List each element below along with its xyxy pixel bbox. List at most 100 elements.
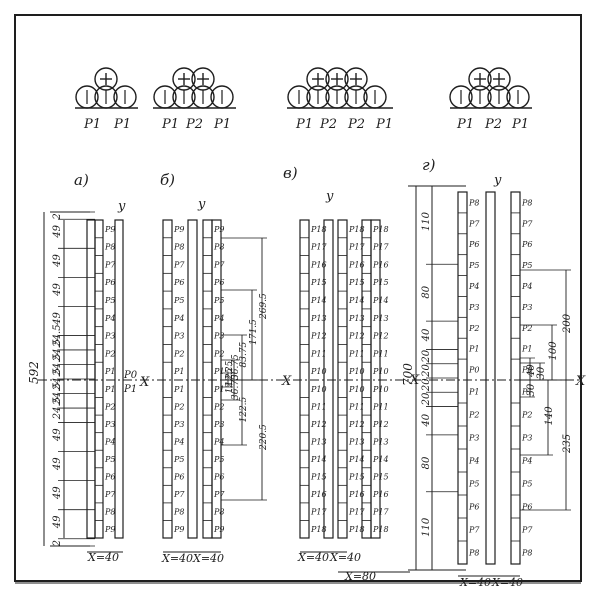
x-axis-label: X [575,374,586,389]
rod-label: P10 [372,367,389,376]
rod-label: P17 [348,508,365,517]
rod-label: P4 [104,314,115,323]
rod-label: P5 [468,480,479,489]
rod-label: P6 [213,278,224,287]
bundle-4 [449,67,532,109]
rod-label: P8 [521,549,532,558]
bundle-4-rod [487,85,511,109]
rod-label: P13 [348,314,365,323]
rod-label: P16 [348,260,365,269]
dim-label: 235 [562,434,573,454]
rod-label: P7 [173,490,185,499]
rod-column [162,219,173,539]
dim-label: 12.25 [225,367,235,393]
rod-label: P2 [468,411,479,420]
bundle-label: P1 [161,117,179,132]
rod-label: P9 [104,525,115,534]
rod-label: P11 [348,402,365,411]
dim-label: 20 [421,364,432,378]
rod-label: P6 [173,473,184,482]
rod-label: P4 [468,457,479,466]
rod-label: P8 [468,198,479,207]
width-note: X=40 [459,576,491,589]
rod-label: P1 [521,388,532,397]
rod-label: P3 [213,420,224,429]
rod-label: P13 [310,437,327,446]
bundle-4-rod [468,85,492,109]
rod-label: P11 [372,349,389,358]
rod-label: P8 [521,198,532,207]
rod-label: P8 [173,243,184,252]
width-note: X=40 [87,551,119,564]
rod-column [337,219,348,539]
rod-label: P0 [468,366,479,375]
dim-label: 140 [544,406,555,426]
rod-label: P4 [521,457,532,466]
rod-label: P7 [213,260,225,269]
section-b: X=40 X=40 269.5171.583.7536.7512.2512.25… [161,219,269,565]
rod-label: P3 [468,303,479,312]
rod-label: P7 [468,526,480,535]
y-axis-label: y [493,173,502,188]
rod-label: P7 [213,490,225,499]
rod-column [510,191,521,565]
rod-column [323,219,334,539]
rod-label: P18 [348,525,365,534]
rod-label: P12 [372,332,389,341]
rod-label: P5 [468,261,479,270]
dim-label: 80 [421,285,432,298]
rod-label: P17 [348,243,365,252]
section-c: X=40 X=40 X=80 [297,219,410,583]
width-note: X=40 [297,551,329,564]
bundle-3 [287,67,393,109]
rod-label: P2 [468,324,479,333]
bundle-4-rod [506,85,530,109]
rod-label: P0 [521,366,532,375]
bundle-label: P1 [113,117,131,132]
rod-column [370,219,381,539]
section-letter: а) [74,171,89,189]
bundle-3-rod [363,85,387,109]
bundle-3-rod [287,85,311,109]
rod-column [211,219,222,539]
rod-label: P8 [104,243,115,252]
rod-label: P1 [173,367,184,376]
rod-label: P7 [173,260,185,269]
rod-label: P3 [173,332,184,341]
rod-label: P14 [348,455,365,464]
rod-label: P1 [104,367,115,376]
dim-label: 24.5 [52,368,63,391]
x-axis-label: X [281,374,292,389]
rod-label: P4 [173,314,184,323]
dim-label: 220.5 [259,424,269,451]
dim-label: 2 [52,540,63,547]
section-d: 700 X=40 X=40 11080402020202040801102001… [401,185,573,589]
width-note: X=40 [161,552,193,565]
rod-label: P6 [173,278,184,287]
x-axis-label: X [139,375,150,390]
rod-label: P5 [521,261,532,270]
dim-label: 49 [52,515,63,529]
rod-label: P15 [310,278,327,287]
rod-label: P2 [213,402,224,411]
rod-label: P4 [521,282,532,291]
rod-column [187,219,198,539]
rod-label: P6 [213,473,224,482]
bundle-label: P1 [375,117,393,132]
dim-label: 49 [52,283,63,297]
rod-label: P18 [372,225,389,234]
bundle-3-rod [344,85,368,109]
section-letter: в) [283,164,298,182]
bundle-1-rod [94,85,118,109]
dim-label: 122.5 [239,396,249,422]
bundle-label: P1 [295,117,313,132]
bundle-label: P2 [347,117,365,132]
rod-label: P6 [104,473,115,482]
rod-label: P15 [348,473,365,482]
section-a: 24949494924.524.524.524.524.524.54949494… [27,211,138,564]
section-a-ticks: 24949494924.524.524.524.524.524.54949494… [52,211,95,547]
dim-label: 40 [421,413,432,427]
rod-label: P3 [173,420,184,429]
bundle-label: P1 [456,117,474,132]
dim-label: 2 [52,213,63,220]
